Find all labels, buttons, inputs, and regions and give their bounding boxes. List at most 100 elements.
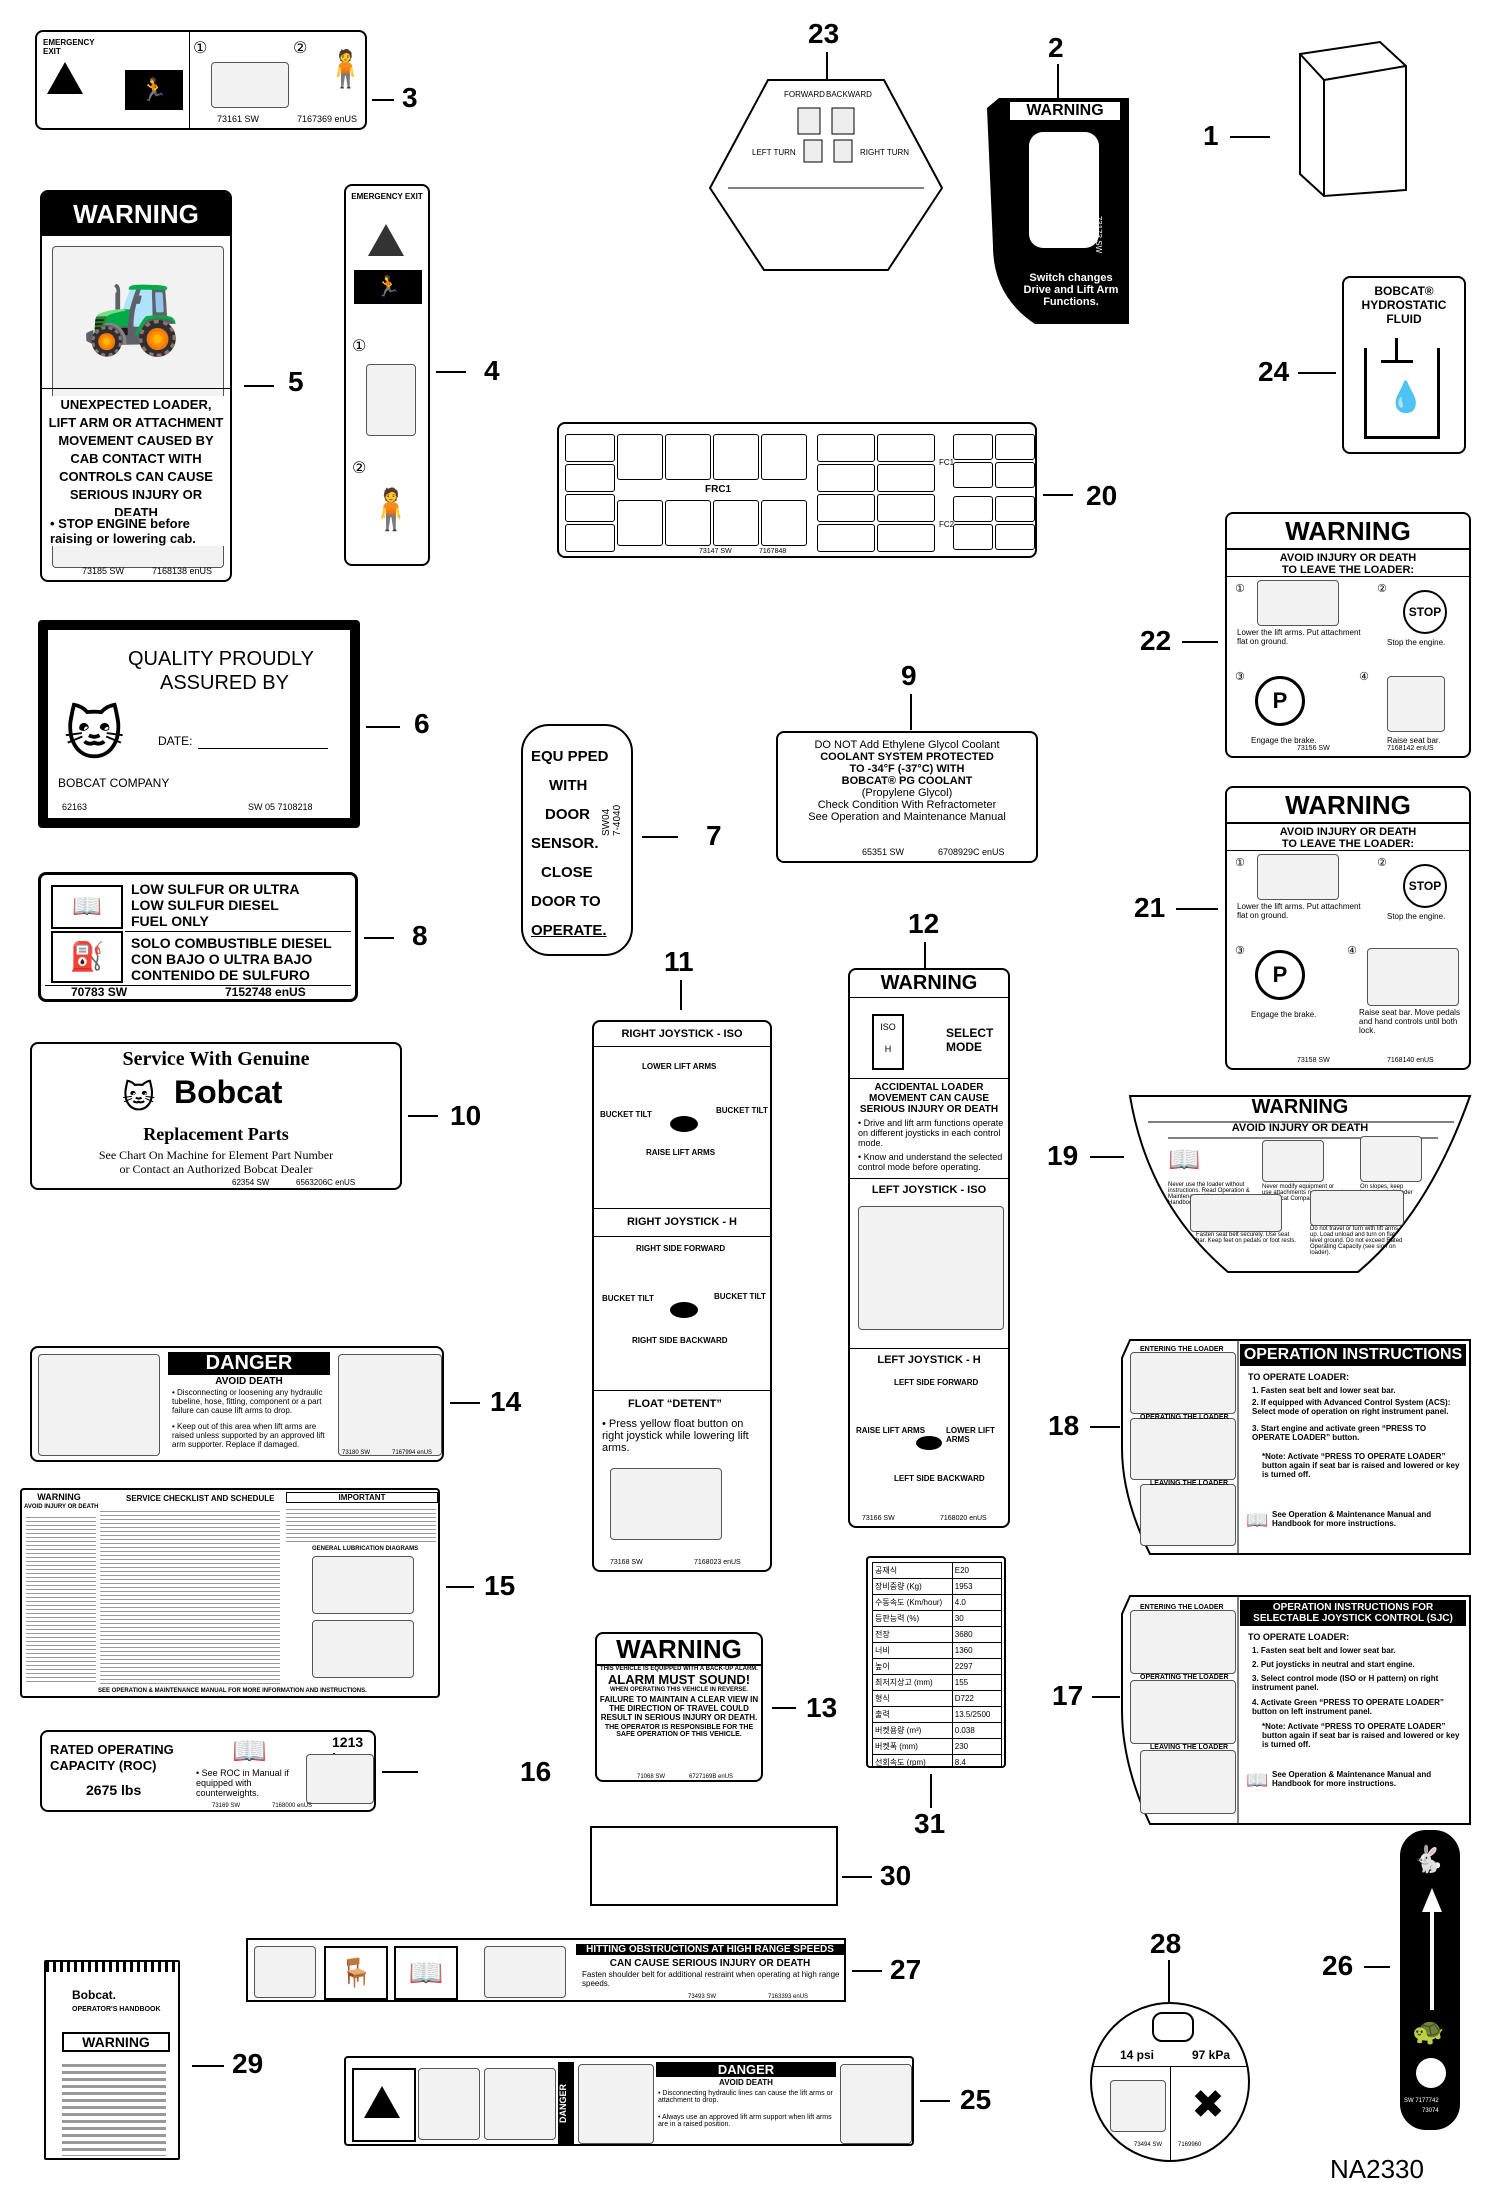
d7-line: DOOR TO	[531, 893, 601, 910]
d10-brand: Bobcat	[174, 1074, 283, 1110]
d17-book: See Operation & Maintenance Manual and H…	[1272, 1770, 1432, 1788]
decal-5-body: UNEXPECTED LOADER, LIFT ARM OR ATTACHMEN…	[48, 396, 224, 522]
decal-22-warning-leave: WARNING AVOID INJURY OR DEATH TO LEAVE T…	[1225, 512, 1471, 758]
fuse-cell	[995, 462, 1035, 488]
d11-rsf: RIGHT SIDE FORWARD	[636, 1244, 726, 1253]
callout-19: 19	[1047, 1140, 1079, 1171]
spec-label: 장비중량 (Kg)	[872, 1578, 953, 1595]
decal-11-right-joystick: RIGHT JOYSTICK - ISO LOWER LIFT ARMS BUC…	[592, 1020, 772, 1572]
d8-en1: LOW SULFUR OR ULTRA	[131, 881, 300, 897]
d22-t2: Stop the engine.	[1387, 638, 1446, 647]
d28-partno2: 7169960	[1178, 2142, 1202, 2148]
callout-9: 9	[901, 660, 917, 691]
spiral-binding	[46, 1962, 178, 1972]
callout-23: 23	[808, 18, 840, 49]
callout-27: 27	[890, 1954, 922, 1985]
d27-l1: HITTING OBSTRUCTIONS AT HIGH RANGE SPEED…	[576, 1944, 844, 1955]
no-modify-figure	[1262, 1140, 1324, 1182]
d27-partno: 73493 SW	[688, 1994, 717, 2000]
decal-4-header: EMERGENCY EXIT	[351, 192, 423, 201]
spec-label: 형식	[872, 1690, 953, 1707]
d25-title: DANGER	[656, 2062, 836, 2077]
d13-l2: ALARM MUST SOUND!	[607, 1672, 751, 1687]
parking-brake-icon: P	[1255, 950, 1305, 1000]
fuse-cell	[817, 524, 875, 552]
d7-line: CLOSE	[541, 864, 593, 881]
decal-27-high-speed: 🪑 📖 HITTING OBSTRUCTIONS AT HIGH RANGE S…	[246, 1938, 846, 2002]
d16-h1: RATED OPERATING	[50, 1742, 174, 1757]
fuse-cell	[565, 434, 615, 462]
decal-2-partno: 73173 SW	[1094, 215, 1104, 254]
d24-l2: HYDROSTATIC	[1361, 298, 1447, 312]
decal-5-title: WARNING	[42, 192, 230, 236]
d18-operate: OPERATING THE LOADER	[1140, 1414, 1229, 1421]
spec-value: 3680	[951, 1626, 1003, 1643]
d6-date: DATE:	[158, 734, 193, 748]
spec-label: 출력	[872, 1706, 953, 1723]
spec-label: 전장	[872, 1626, 953, 1643]
d23-backward: BACKWARD	[826, 90, 872, 99]
d12-bold: ACCIDENTAL LOADER MOVEMENT CAN CAUSE SER…	[859, 1082, 999, 1115]
fuse-cell	[565, 524, 615, 552]
decal-3-partno: 73161 SW	[217, 114, 260, 124]
d17-s4: 4. Activate Green “PRESS TO OPERATE LOAD…	[1252, 1698, 1444, 1716]
callout-4: 4	[484, 355, 500, 386]
d12-h3: LEFT JOYSTICK - H	[877, 1354, 981, 1366]
callout-21: 21	[1134, 892, 1166, 923]
d17-enter: ENTERING THE LOADER	[1140, 1604, 1224, 1611]
fuse-cell	[953, 524, 993, 550]
d8-es3: CONTENIDO DE SULFURO	[131, 967, 310, 983]
d12-title: WARNING	[850, 970, 1008, 998]
spec-value: 155	[951, 1674, 1003, 1691]
operating-loader-figure	[1130, 1680, 1236, 1744]
step-1-num: ①	[352, 338, 367, 355]
d21-t3: Engage the brake.	[1251, 1010, 1317, 1019]
d7-line: OPERATE.	[531, 922, 607, 939]
callout-28: 28	[1150, 1928, 1182, 1959]
d21-to: TO LEAVE THE LOADER:	[1227, 838, 1469, 851]
spec-label: 수동속도 (Km/hour)	[872, 1594, 953, 1611]
spec-row: 버켓용량 (m³)0.038	[872, 1722, 1003, 1739]
d18-s2: 2. If equipped with Advanced Control Sys…	[1252, 1398, 1451, 1416]
falling-person-icon: 🚜	[82, 268, 182, 357]
d18-title: OPERATION INSTRUCTIONS	[1240, 1344, 1466, 1366]
decal-5-bullet: • STOP ENGINE before raising or lowering…	[50, 516, 224, 546]
exit-sign-icon: 🏃	[354, 270, 422, 304]
callout-8: 8	[412, 920, 428, 951]
loader-danger-figure	[578, 2064, 654, 2144]
warning-triangle-icon	[47, 62, 83, 99]
decal-16-roc: RATED OPERATING CAPACITY (ROC) 2675 lbs …	[40, 1730, 376, 1812]
d29-warn: WARNING	[62, 2032, 170, 2052]
callout-22: 22	[1140, 625, 1172, 656]
lift-arm-support-icon	[338, 1354, 442, 1456]
d16-note: • See ROC in Manual if equipped with cou…	[196, 1768, 289, 1798]
fuel-pump-icon: ⛽	[51, 931, 123, 983]
callout-6: 6	[414, 708, 430, 739]
d22-partno: 73156 SW	[1297, 745, 1330, 752]
seat-bar-figure	[1367, 948, 1459, 1006]
decal-7-door-sensor: EQU PPED WITH DOOR SENSOR. CLOSE DOOR TO…	[521, 724, 633, 956]
d11-bt3: BUCKET TILT	[602, 1294, 654, 1303]
no-tire-figure-icon: ✖	[1191, 2083, 1225, 2127]
d10-l4: or Contact an Authorized Bobcat Dealer	[119, 1162, 313, 1176]
fuse-cell	[565, 464, 615, 492]
spec-label: 버켓용량 (m³)	[872, 1722, 953, 1739]
decal-2-shape	[987, 98, 1129, 324]
d11-rsb: RIGHT SIDE BACKWARD	[632, 1336, 728, 1345]
spec-label: 높이	[872, 1658, 953, 1675]
d13-l4: FAILURE TO MAINTAIN A CLEAR VIEW IN THE …	[599, 1695, 759, 1722]
fuse-cell	[953, 462, 993, 488]
d29-brand: Bobcat.	[72, 1988, 117, 2002]
d21-partno2: 7168140 enUS	[1387, 1057, 1434, 1064]
bobcat-logo-icon: 🐱	[122, 1079, 156, 1115]
spec-value: 30	[951, 1610, 1003, 1627]
d9-l2: COOLANT SYSTEM PROTECTED	[820, 751, 994, 763]
d19-t2: Never modify equipment or use attachment…	[1262, 1184, 1343, 1202]
d22-n4: ④	[1359, 671, 1369, 683]
d21-n1: ①	[1235, 857, 1245, 869]
callout-18: 18	[1048, 1410, 1080, 1441]
d11-partno2: 7168023 enUS	[694, 1559, 741, 1566]
crush-warning-icon	[352, 2068, 416, 2142]
